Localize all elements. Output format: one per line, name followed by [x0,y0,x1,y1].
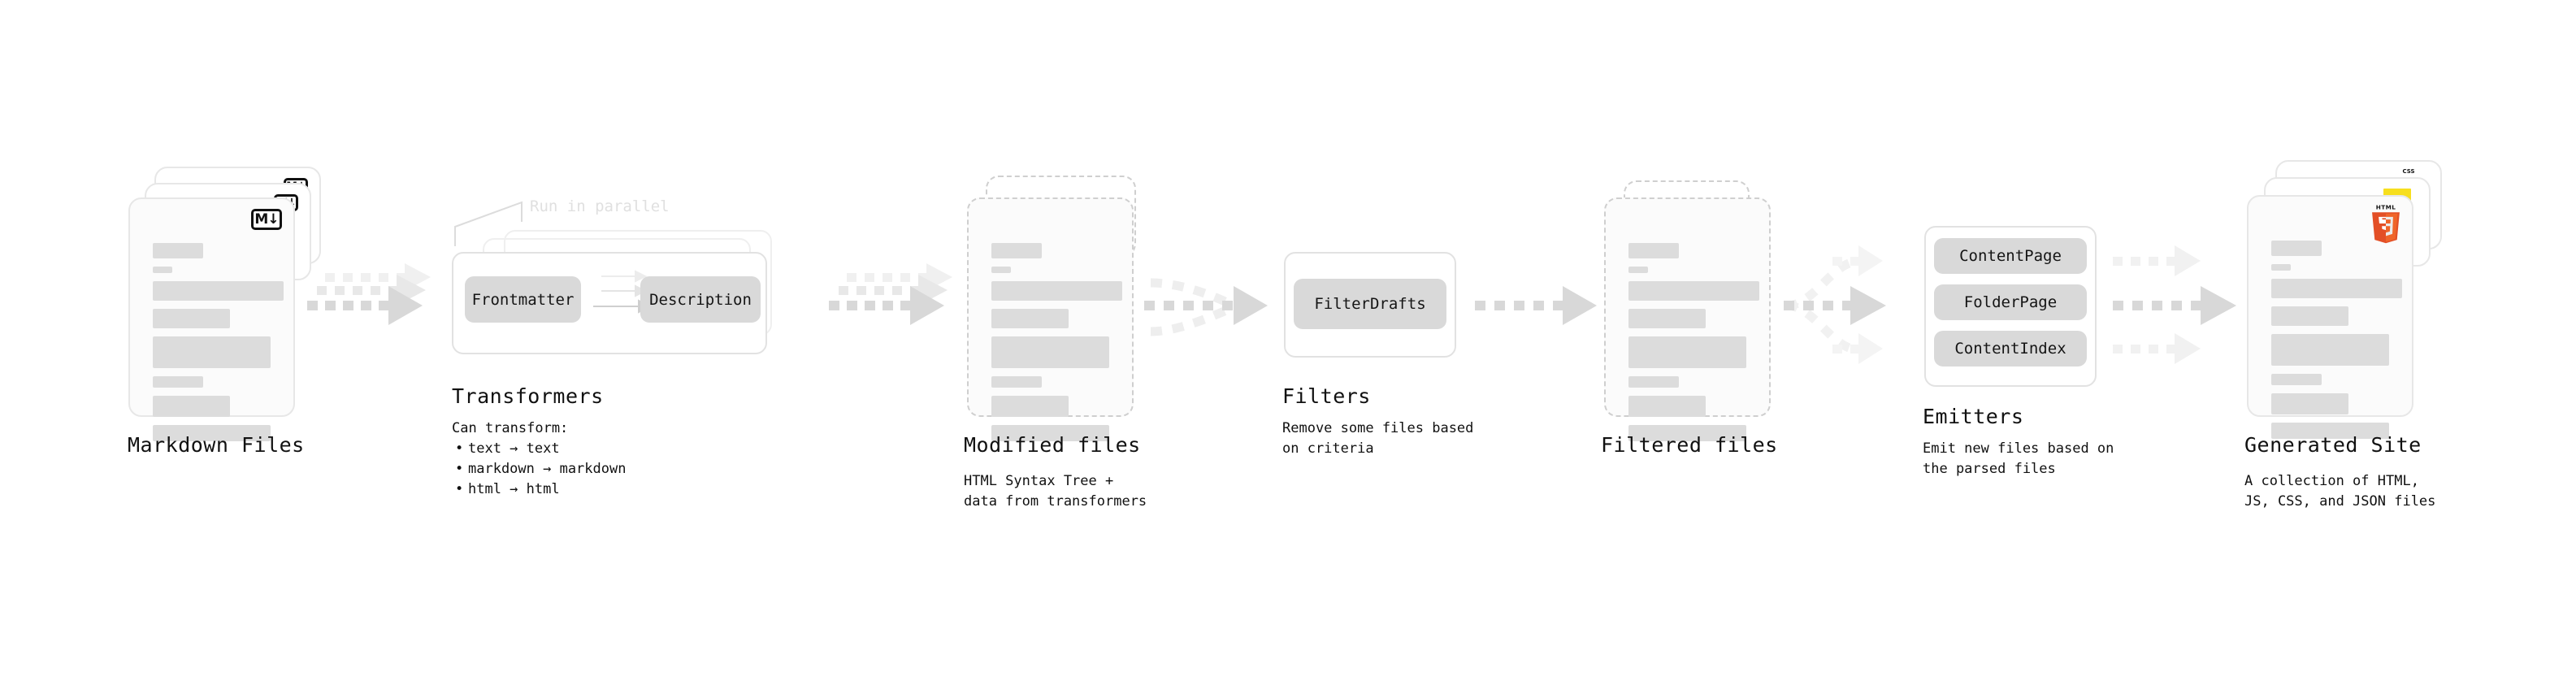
arrow-modified-to-filters [1144,278,1268,336]
skeleton-line [991,376,1042,388]
stage-title-filters: Filters [1282,384,1371,408]
skeleton-line [153,243,203,258]
emitter-chip-contentpage[interactable]: ContentPage [1934,238,2087,274]
skeleton-line [991,425,1109,441]
skeleton-line [1628,309,1706,328]
arrow-markdown-to-transformers [307,263,431,325]
skeleton-line [2271,374,2322,385]
skeleton-line [1628,425,1746,441]
skeleton-line [1628,396,1706,417]
filtered-file-card-front [1604,197,1771,441]
skeleton-line [153,425,271,441]
arrow-transformers-to-modified [829,263,952,325]
stage-title-generated-site: Generated Site [2244,433,2422,457]
stage-title-markdown-files: Markdown Files [128,433,305,457]
subtitle-line: the parsed files [1923,461,2056,477]
subtitle-line: data from transformers [964,493,1147,510]
css-label: CSS [2402,168,2415,175]
subtitle-line: Remove some files based [1282,420,1474,436]
html5-wordmark: HTML [2376,203,2396,210]
skeleton-line [1628,376,1679,388]
skeleton-line [153,396,230,417]
skeleton-line [991,309,1069,328]
skeleton-line [153,281,284,301]
skeleton-line [1628,267,1648,273]
filters-subtitle: Remove some files based on criteria [1282,419,1473,459]
skeleton-line [2271,334,2389,366]
skeleton-line [2271,393,2348,414]
markdown-arrow-glyph: ↓ [267,210,279,228]
document-skeleton [153,227,284,449]
transformer-chip-description[interactable]: Description [640,276,761,323]
arrow-filters-to-filtered [1475,286,1597,325]
skeleton-line [2271,241,2322,256]
document-skeleton [2271,224,2402,447]
stage-title-emitters: Emitters [1923,405,2024,428]
document-skeleton [1628,227,1759,449]
skeleton-line [153,309,230,328]
skeleton-line [2271,423,2389,439]
skeleton-line [2271,279,2402,298]
subtitle-line: JS, CSS, and JSON files [2244,493,2436,510]
skeleton-line [991,281,1122,301]
skeleton-line [153,376,203,388]
transformers-subtitle-heading: Can transform: [452,420,569,436]
skeleton-line [153,267,172,273]
skeleton-line [991,396,1069,417]
emitters-subtitle: Emit new files based on the parsed files [1923,439,2114,479]
markdown-file-card-front: M↓ [128,197,295,441]
list-item: text → text [455,439,626,459]
list-item: markdown → markdown [455,459,627,479]
markdown-letter: M [254,210,268,228]
skeleton-line [1628,336,1746,368]
subtitle-line: HTML Syntax Tree + [964,473,1114,489]
stage-title-modified-files: Modified files [964,433,1141,457]
arrow-emitters-to-site [2113,245,2236,364]
transformers-subtitle: Can transform: text → text markdown → ma… [452,419,626,500]
subtitle-line: on criteria [1282,440,1374,457]
skeleton-line [1628,243,1679,258]
markdown-logo-icon: M↓ [251,209,282,230]
modified-files-subtitle: HTML Syntax Tree + data from transformer… [964,471,1147,512]
html5-logo-icon: HTML [2372,203,2400,244]
transformers-capability-list: text → text markdown → markdown html → h… [452,439,627,500]
list-item: html → html [455,479,626,500]
skeleton-line [991,336,1109,368]
transformer-chip-frontmatter[interactable]: Frontmatter [465,276,581,323]
subtitle-line: A collection of HTML, [2244,473,2419,489]
skeleton-line [1628,281,1759,301]
document-skeleton [991,227,1122,449]
run-in-parallel-label: Run in parallel [530,197,670,215]
arrow-filtered-to-emitters [1784,245,1886,364]
generated-site-subtitle: A collection of HTML, JS, CSS, and JSON … [2244,471,2435,512]
skeleton-line [153,336,271,368]
skeleton-line [991,267,1011,273]
stage-title-filtered-files: Filtered files [1601,433,1778,457]
modified-file-card-front [967,197,1134,441]
filter-chip-filterdrafts[interactable]: FilterDrafts [1294,279,1446,329]
subtitle-line: Emit new files based on [1923,440,2114,457]
skeleton-line [991,243,1042,258]
emitter-chip-contentindex[interactable]: ContentIndex [1934,331,2087,367]
emitter-chip-folderpage[interactable]: FolderPage [1934,284,2087,320]
stage-title-transformers: Transformers [452,384,604,408]
skeleton-line [2271,264,2291,271]
site-file-card-front: HTML [2247,195,2413,439]
skeleton-line [2271,306,2348,326]
run-in-parallel-bracket [454,201,523,246]
